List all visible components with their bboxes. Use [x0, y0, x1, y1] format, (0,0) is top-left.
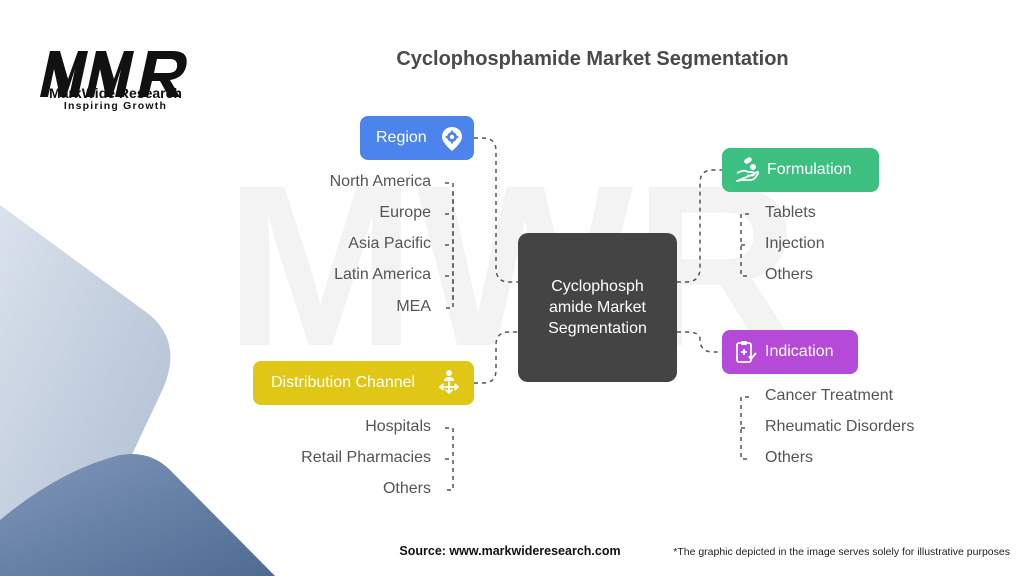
indication-node: Indication	[722, 330, 858, 374]
network-person-icon	[437, 369, 461, 397]
indication-item: Cancer Treatment	[765, 387, 894, 404]
indication-item: Others	[765, 449, 814, 466]
watermark-logo: MWR	[225, 137, 800, 394]
formulation-item: Injection	[765, 235, 825, 252]
formulation-node: Formulation	[722, 148, 879, 192]
hand-pills-icon	[735, 157, 759, 183]
distribution-node: Distribution Channel	[253, 361, 474, 405]
indication-item: Rheumatic Disorders	[765, 418, 915, 435]
center-node: Cyclophosph amide Market Segmentation	[518, 233, 677, 382]
region-item: North America	[329, 173, 431, 190]
medical-report-icon	[735, 340, 757, 364]
region-item: Europe	[379, 204, 431, 221]
region-item: Latin America	[334, 266, 431, 283]
distribution-item-bracket	[445, 427, 454, 491]
distribution-item: Retail Pharmacies	[301, 449, 431, 466]
formulation-item-bracket	[740, 213, 749, 277]
brand-tagline: Inspiring Growth	[63, 100, 168, 112]
markwide-logo	[40, 51, 187, 97]
region-item: Asia Pacific	[348, 235, 431, 252]
source-text: Source: www.markwideresearch.com	[399, 544, 621, 558]
decor-shape-dark	[0, 454, 275, 576]
connector-formulation	[677, 169, 722, 283]
distribution-label: Distribution Channel	[271, 374, 416, 391]
disclaimer-text: *The graphic depicted in the image serve…	[673, 546, 1010, 558]
region-item-bracket	[445, 182, 454, 309]
formulation-label: Formulation	[767, 161, 852, 178]
formulation-item: Others	[765, 266, 814, 283]
formulation-item: Tablets	[765, 204, 816, 221]
connector-indication	[677, 331, 722, 353]
page-title: Cyclophosphamide Market Segmentation	[396, 48, 789, 70]
indication-label: Indication	[765, 343, 834, 360]
decor-shape-light	[0, 205, 171, 555]
indication-item-bracket	[740, 396, 749, 460]
brand-name: MarkWide Research	[49, 85, 182, 101]
region-item: MEA	[396, 298, 431, 315]
region-label: Region	[376, 129, 427, 146]
location-gear-icon	[440, 126, 464, 152]
connector-distribution	[474, 331, 518, 384]
distribution-item: Others	[382, 480, 431, 497]
distribution-item: Hospitals	[365, 418, 431, 435]
region-node: Region	[360, 116, 474, 160]
connector-region	[474, 137, 518, 283]
